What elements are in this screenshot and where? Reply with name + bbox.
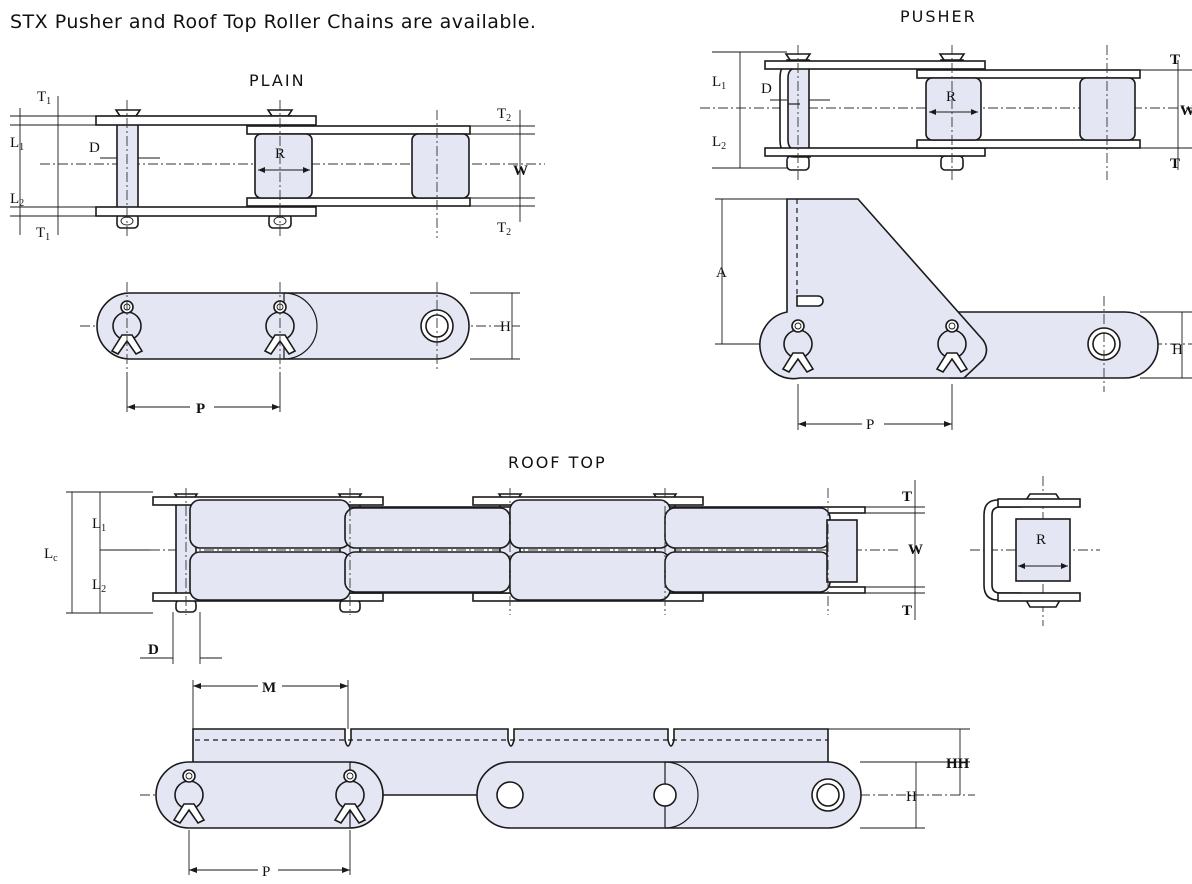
pusher-l2-label: L2 (712, 134, 726, 152)
plain-pin-2 (263, 300, 297, 356)
plain-l1-label: L1 (10, 135, 24, 153)
rooftop-l2-label: L2 (92, 577, 106, 595)
pusher-pin-2 (935, 319, 969, 374)
caption-text: STX Pusher and Roof Top Roller Chains ar… (10, 11, 536, 33)
pusher-w-label: W (1180, 103, 1192, 119)
plain-t2-bot-label: T2 (497, 220, 511, 238)
pusher-top-view: PUSHER R L1 L2 D (700, 7, 1192, 180)
pusher-t-bot-label: T (1170, 156, 1180, 172)
rooftop-end-view: R (970, 476, 1100, 626)
plain-t1-top-label: T1 (37, 89, 51, 107)
rooftop-lc-label: Lc (44, 546, 58, 564)
pusher-h-label: H (1172, 342, 1183, 358)
rooftop-side-view: M HH H P (140, 680, 975, 880)
rooftop-title: ROOF TOP (508, 453, 607, 472)
pusher-r-label: R (946, 89, 956, 105)
pusher-side-view: A H P (715, 198, 1192, 433)
pusher-pin-1 (781, 319, 815, 374)
pusher-title: PUSHER (900, 7, 977, 26)
plain-top-view: PLAIN R T1 L1 (10, 71, 545, 243)
plain-r-label: R (275, 146, 285, 162)
pusher-d-label: D (761, 81, 772, 97)
pusher-a-label: A (716, 265, 727, 281)
plain-w-label: W (513, 163, 528, 179)
plain-l2-label: L2 (10, 191, 24, 209)
rooftop-w-label: W (908, 542, 923, 558)
rooftop-d-label: D (148, 642, 159, 658)
pusher-t-top-label: T (1170, 52, 1180, 68)
plain-title: PLAIN (249, 71, 306, 90)
plain-side-view: H P (80, 282, 520, 417)
rooftop-hh-label: HH (946, 756, 970, 772)
rooftop-r-label: R (1036, 532, 1046, 548)
rooftop-h-label: H (906, 789, 917, 805)
plain-h-label: H (500, 319, 511, 335)
rooftop-pin-1 (172, 769, 206, 825)
rooftop-t-bot-label: T (902, 603, 912, 619)
pusher-l1-label: L1 (712, 74, 726, 92)
plain-d-label: D (89, 140, 100, 156)
rooftop-t-top-label: T (902, 489, 912, 505)
rooftop-l1-label: L1 (92, 516, 106, 534)
rooftop-pin-2 (333, 769, 367, 825)
rooftop-top-view: ROOF TOP (44, 453, 925, 664)
rooftop-m-label: M (262, 680, 276, 696)
plain-p-label: P (196, 401, 205, 417)
plain-t1-bot-label: T1 (36, 225, 50, 243)
plain-pin-1 (110, 300, 144, 356)
plain-t2-top-label: T2 (497, 106, 511, 124)
pusher-p-label: P (866, 417, 874, 433)
rooftop-p-label: P (262, 864, 270, 880)
